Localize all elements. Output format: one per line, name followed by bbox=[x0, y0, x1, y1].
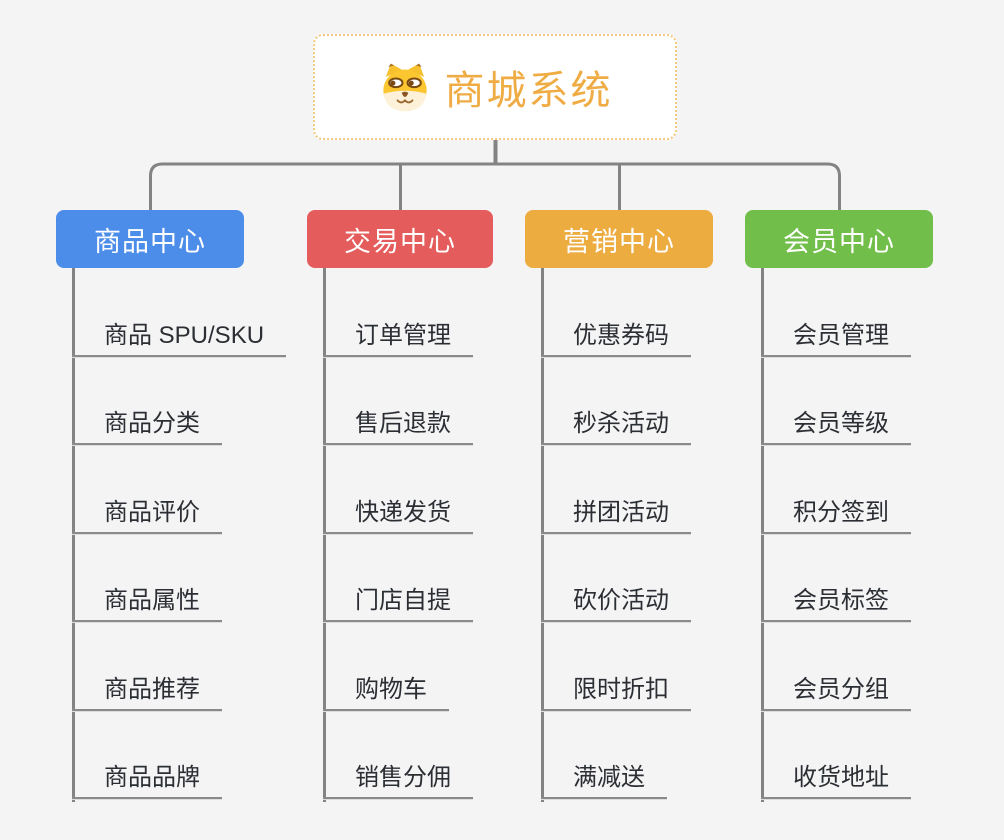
leaf-node[interactable]: 会员标签 bbox=[761, 580, 911, 622]
leaf-node[interactable]: 限时折扣 bbox=[541, 669, 691, 711]
leaf-node[interactable]: 销售分佣 bbox=[323, 757, 473, 799]
branch-column-marketing: 营销中心 优惠券码 秒杀活动 拼团活动 砍价活动 限时折扣 满减送 bbox=[525, 210, 713, 810]
leaf-node[interactable]: 收货地址 bbox=[761, 757, 911, 799]
branch-trunk-line bbox=[323, 268, 326, 802]
leaf-node[interactable]: 订单管理 bbox=[323, 315, 473, 357]
leaf-node[interactable]: 拼团活动 bbox=[541, 492, 691, 534]
leaf-node[interactable]: 售后退款 bbox=[323, 403, 473, 445]
root-title: 商城系统 bbox=[444, 69, 613, 113]
leaf-node[interactable]: 秒杀活动 bbox=[541, 403, 691, 445]
leaf-node[interactable]: 满减送 bbox=[541, 757, 667, 799]
leaf-node[interactable]: 商品分类 bbox=[72, 403, 222, 445]
leaf-node[interactable]: 购物车 bbox=[323, 669, 449, 711]
leaf-node[interactable]: 商品品牌 bbox=[72, 757, 222, 799]
leaf-node[interactable]: 会员等级 bbox=[761, 403, 911, 445]
branch-node-members[interactable]: 会员中心 bbox=[745, 210, 933, 268]
leaf-node[interactable]: 商品 SPU/SKU bbox=[72, 315, 287, 357]
leaf-node[interactable]: 商品评价 bbox=[72, 492, 222, 534]
branch-node-marketing[interactable]: 营销中心 bbox=[525, 210, 713, 268]
leaf-node[interactable]: 会员管理 bbox=[761, 315, 911, 357]
leaf-node[interactable]: 砍价活动 bbox=[541, 580, 691, 622]
leaf-node[interactable]: 积分签到 bbox=[761, 492, 911, 534]
leaf-node[interactable]: 会员分组 bbox=[761, 669, 911, 711]
branch-trunk-line bbox=[72, 268, 75, 802]
branch-column-trade: 交易中心 订单管理 售后退款 快递发货 门店自提 购物车 销售分佣 bbox=[307, 210, 493, 810]
leaf-node[interactable]: 商品推荐 bbox=[72, 669, 222, 711]
leaf-node[interactable]: 商品属性 bbox=[72, 580, 222, 622]
branch-node-products[interactable]: 商品中心 bbox=[56, 210, 244, 268]
branch-trunk-line bbox=[761, 268, 764, 802]
branch-node-trade[interactable]: 交易中心 bbox=[307, 210, 493, 268]
leaf-node[interactable]: 快递发货 bbox=[323, 492, 473, 534]
leaf-node[interactable]: 门店自提 bbox=[323, 580, 473, 622]
leaf-node[interactable]: 优惠券码 bbox=[541, 315, 691, 357]
branch-column-products: 商品中心 商品 SPU/SKU 商品分类 商品评价 商品属性 商品推荐 商品品牌 bbox=[56, 210, 287, 810]
dog-face-icon bbox=[382, 63, 427, 112]
branch-column-members: 会员中心 会员管理 会员等级 积分签到 会员标签 会员分组 收货地址 bbox=[745, 210, 933, 810]
bus-line bbox=[149, 162, 841, 210]
branch-trunk-line bbox=[541, 268, 544, 802]
root-node[interactable]: 商城系统 bbox=[313, 34, 677, 140]
